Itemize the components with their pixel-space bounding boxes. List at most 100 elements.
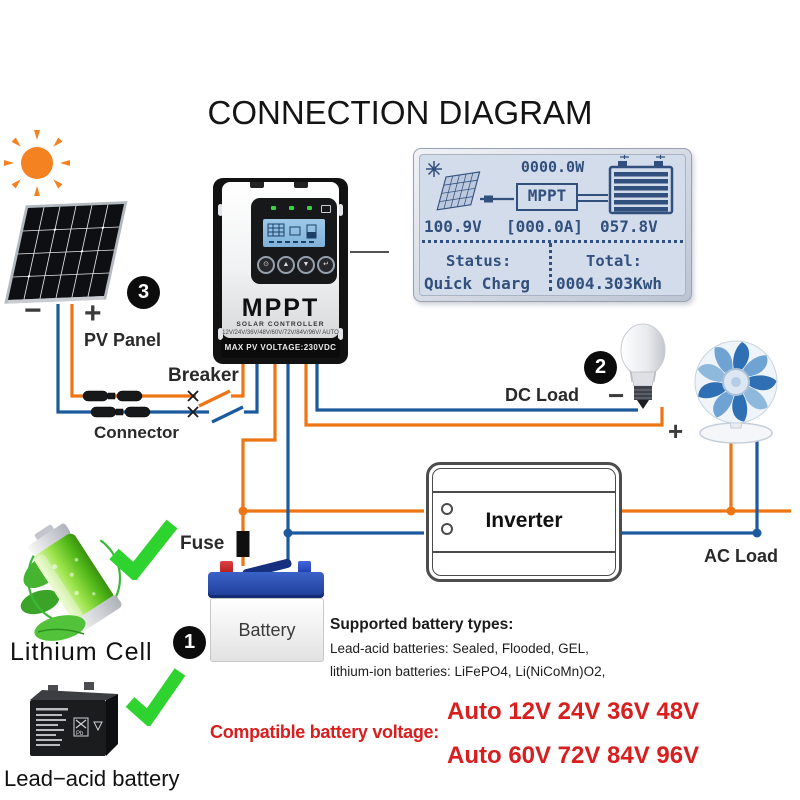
supported-lithium: lithium-ion batteries: LiFePO4, Li(NiCoM… — [330, 664, 606, 679]
controller-lcd-glyphs — [267, 223, 317, 243]
lcd-battery-glyph — [608, 155, 674, 215]
inverter: Inverter — [426, 462, 622, 582]
compatible-voltage-row1: Auto 12V 24V 36V 48V — [447, 698, 700, 725]
pv-minus-sign: − — [24, 294, 42, 327]
dc-plus-sign: + — [668, 416, 684, 446]
checkmark-icon — [109, 519, 178, 580]
lcd-total-value: 0004.303Kwh — [556, 274, 662, 293]
lcd-status-value: Quick Charg — [424, 274, 530, 293]
compatible-voltage-row2: Auto 60V 72V 84V 96V — [447, 742, 700, 769]
fan-icon — [694, 340, 778, 444]
mc4-connector-icons — [82, 390, 151, 418]
cell-body — [28, 523, 122, 633]
lcd-current: [000.0A] — [506, 217, 584, 236]
negative-wires — [56, 304, 759, 566]
battery-lid — [208, 572, 324, 598]
down-button-glyph: ▼ — [302, 261, 310, 268]
ac-load-label: AC Load — [704, 546, 778, 566]
lcd-wire-right — [576, 194, 608, 202]
lcd-vertical-separator — [549, 243, 552, 291]
led-indicator — [307, 206, 312, 210]
controller-max-pv-band: MAX PV VOLTAGE:230VDC — [221, 338, 340, 358]
lcd-solar-panel-glyph — [436, 171, 481, 211]
label-text-lines — [36, 708, 68, 746]
junction-dots — [238, 506, 762, 538]
inverter-outline — [432, 468, 616, 576]
lcd-battery-voltage: 057.8V — [600, 217, 658, 236]
lead-acid-battery-icon: Pb — [30, 682, 118, 756]
supported-battery-types: Supported battery types: Lead-acid batte… — [330, 616, 605, 687]
positive-wires — [70, 304, 791, 566]
lcd-total-label: Total: — [586, 252, 642, 270]
battery: Battery — [208, 558, 324, 662]
supported-heading: Supported battery types: — [330, 616, 514, 633]
badge-1: 1 — [173, 626, 206, 659]
inverter-top-line — [433, 491, 615, 493]
fuse-icon — [236, 531, 250, 557]
battery-negative-terminal — [298, 561, 311, 573]
controller-brand: MPPT — [241, 294, 320, 322]
breaker-switch-negative — [211, 405, 244, 424]
enter-button-glyph: ↵ — [323, 261, 329, 268]
power-button: ⊙ — [257, 256, 275, 274]
enter-button: ↵ — [317, 256, 335, 274]
lithium-cell-label: Lithium Cell — [10, 638, 153, 666]
pb-marking: Pb — [76, 731, 84, 737]
mount-slot — [338, 328, 343, 340]
lcd-screen: 0000.0W MPPT 100.9V [000.0A] 057.8V Stat… — [419, 154, 686, 296]
checkmark-icon — [125, 668, 186, 726]
controller-lcd-screen — [263, 219, 325, 247]
mount-slot — [218, 204, 223, 216]
up-button: ▲ — [277, 256, 295, 274]
led-indicator — [289, 206, 294, 210]
badge-3: 3 — [127, 276, 160, 309]
lcd-pv-voltage: 100.9V — [424, 217, 482, 236]
controller-face: ⊙ ▲ ▼ ↵ MPPT SOLAR CONTROLLER 12V/24V/36… — [222, 182, 339, 338]
breaker-label: Breaker — [168, 365, 239, 386]
controller-tab — [250, 182, 264, 188]
mount-slot — [218, 328, 223, 340]
fuse-label: Fuse — [180, 533, 225, 554]
compatible-voltage-label: Compatible battery voltage: — [210, 722, 439, 742]
inverter-indicator — [441, 523, 453, 535]
lithium-cell-icon — [20, 523, 122, 641]
power-button-glyph: ⊙ — [263, 261, 269, 268]
led-indicator — [271, 206, 276, 210]
lcd-glyphs — [426, 155, 674, 215]
lcd-power-reading: 0000.0W — [520, 158, 585, 176]
lead-acid-label: Lead−acid battery — [4, 766, 180, 791]
mount-slot — [338, 204, 343, 216]
lcd-separator — [422, 240, 683, 243]
lcd-sun-glyph — [426, 161, 442, 177]
lcd-display: 0000.0W MPPT 100.9V [000.0A] 057.8V Stat… — [413, 148, 692, 302]
battery-positive-terminal — [220, 561, 233, 573]
pv-panel-icon — [4, 201, 128, 304]
controller-tab — [294, 182, 308, 188]
lcd-status-label: Status: — [446, 252, 512, 270]
inverter-indicator — [441, 503, 453, 515]
badge-2: 2 — [584, 351, 617, 384]
dc-load-label: DC Load — [505, 385, 579, 405]
pv-panel-label: PV Panel — [84, 330, 162, 350]
battery-indicator-icon — [321, 205, 331, 213]
breaker-x-marks — [187, 390, 199, 418]
sun-icon — [4, 130, 70, 196]
inverter-label: Inverter — [485, 509, 563, 532]
page-title: CONNECTION DIAGRAM — [207, 94, 593, 131]
controller-subtitle: SOLAR CONTROLLER — [236, 321, 325, 328]
down-button: ▼ — [297, 256, 315, 274]
inverter-bottom-line — [433, 551, 615, 553]
mppt-controller: ⊙ ▲ ▼ ↵ MPPT SOLAR CONTROLLER 12V/24V/36… — [213, 178, 348, 364]
supported-lead-acid: Lead-acid batteries: Sealed, Flooded, GE… — [330, 641, 589, 656]
light-bulb-icon — [620, 323, 666, 409]
controller-voltage-modes: 12V/24V/36V/48V/60V/72V/84V/96V/ AUTO — [222, 330, 339, 336]
battery-label: Battery — [210, 598, 324, 662]
breaker-switch-positive — [198, 389, 231, 408]
connector-label: Connector — [94, 423, 179, 442]
up-button-glyph: ▲ — [282, 261, 290, 268]
fan-blades — [697, 342, 777, 422]
lcd-mppt-box: MPPT — [516, 183, 578, 211]
dc-minus-sign: − — [608, 380, 625, 411]
